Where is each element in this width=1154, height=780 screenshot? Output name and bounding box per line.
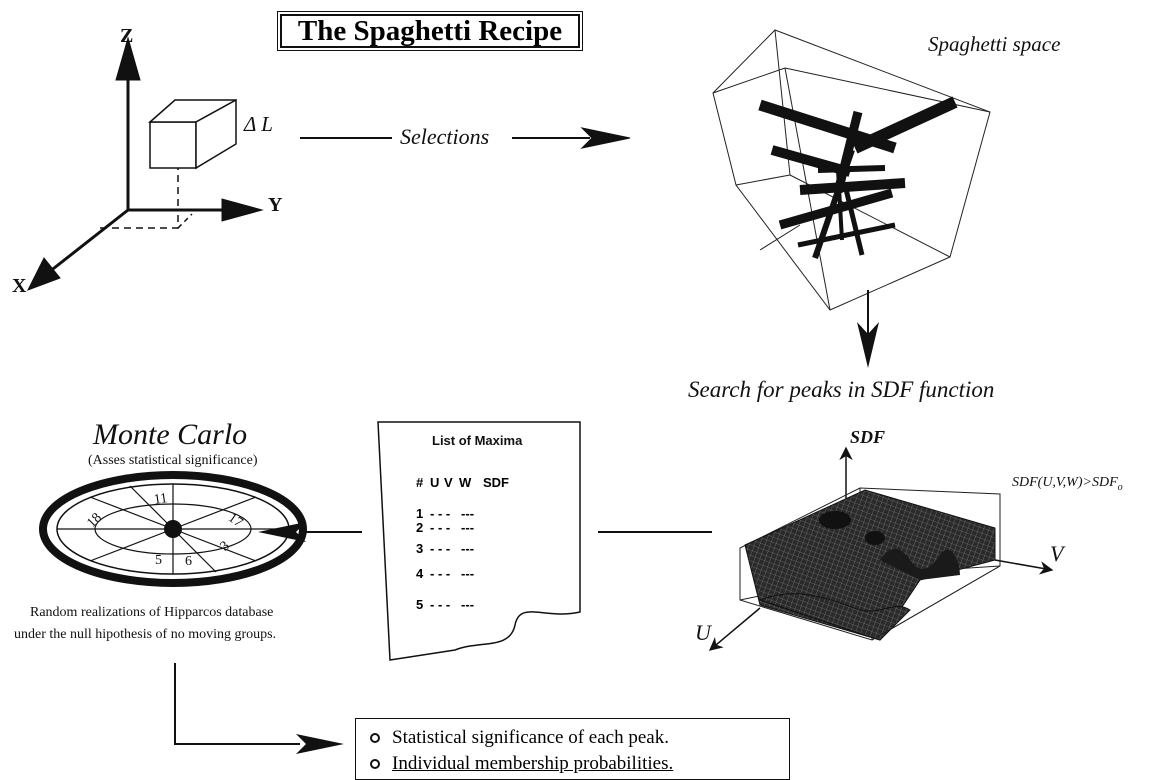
header-w: W	[459, 475, 472, 490]
spaghetti-space-label: Spaghetti space	[928, 32, 1061, 56]
dial-number: 6	[185, 554, 192, 569]
search-arrow	[857, 290, 879, 368]
result-item: Statistical significance of each peak.	[370, 725, 789, 751]
bullet-icon	[370, 733, 380, 743]
sdf-condition-label: SDF(U,V,W)>SDFo	[1012, 475, 1123, 493]
monte-carlo-caption-2: under the null hipothesis of no moving g…	[14, 627, 277, 642]
header-hash: #	[416, 475, 424, 490]
header-v: V	[444, 475, 453, 490]
x-axis-label: X	[12, 275, 27, 297]
y-axis-label: Y	[268, 194, 283, 216]
spaghetti-strands	[758, 96, 958, 259]
maxima-row: 1- - - ---	[416, 506, 475, 521]
maxima-table: # U V W SDF 1- - - --- 2- - - --- 3- - -…	[416, 470, 509, 617]
result-text: Statistical significance of each peak.	[392, 727, 669, 748]
maxima-row: 2- - - ---	[416, 519, 475, 535]
dial-number: 11	[152, 491, 169, 508]
delta-l-box	[148, 98, 237, 170]
page-title: The Spaghetti Recipe	[297, 14, 563, 47]
result-item: Individual membership probabilities.	[370, 751, 789, 777]
monte-carlo-dial	[39, 471, 307, 587]
maxima-page	[377, 421, 581, 661]
maxima-row: 4- - - ---	[416, 566, 475, 581]
sdf-surface-plot	[708, 446, 1054, 651]
v-axis-label: V	[1050, 541, 1064, 566]
monte-carlo-title: Monte Carlo	[93, 418, 248, 451]
search-label: Search for peaks in SDF function	[688, 377, 995, 402]
maxima-header: # U V W SDF	[416, 470, 509, 495]
sdf-axis-label: SDF	[850, 427, 886, 447]
selections-label: Selections	[400, 124, 490, 149]
dial-number: 5	[155, 553, 162, 568]
result-text: Individual membership probabilities.	[392, 753, 674, 774]
monte-carlo-caption-1: Random realizations of Hipparcos databas…	[30, 605, 274, 620]
u-axis-label: U	[695, 620, 711, 645]
z-axis-label: Z	[120, 25, 134, 47]
maxima-row: 3- - - ---	[416, 541, 475, 556]
title-box: The Spaghetti Recipe	[277, 11, 583, 51]
maxima-title: List of Maxima	[432, 433, 523, 448]
delta-l-label: Δ L	[244, 112, 273, 136]
header-u: U	[430, 475, 440, 490]
header-sdf: SDF	[483, 475, 509, 490]
maxima-row: 5- - - ---	[416, 597, 475, 612]
arrow-to-monte-carlo	[258, 522, 362, 542]
monte-carlo-subtitle: (Asses statistical significance)	[88, 453, 258, 468]
xyz-axes	[26, 36, 264, 291]
results-box: Statistical significance of each peak. I…	[355, 718, 790, 780]
bullet-icon	[370, 759, 380, 769]
arrow-to-results	[174, 663, 344, 754]
selections-arrow	[300, 127, 631, 149]
